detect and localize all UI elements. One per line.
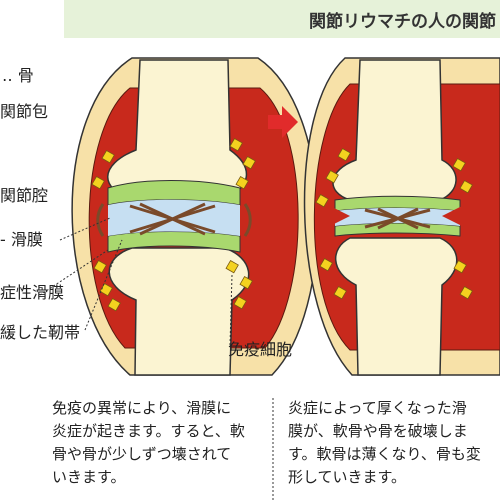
caption-right-line: す。軟骨は薄くなり、骨も変	[288, 445, 481, 463]
progress-arrow	[268, 106, 298, 138]
page-title: 関節リウマチの人の関節	[309, 12, 496, 32]
immune-cells-2	[315, 147, 473, 300]
lower-bone-2	[334, 237, 458, 376]
label-synovium: - 滑膜	[0, 230, 43, 249]
caption-left-line: 免疫の異常により、滑膜に	[52, 399, 232, 417]
caption-left-line: 骨や骨が少しずつ壊されて	[52, 445, 232, 463]
joint-stage-2	[303, 57, 500, 376]
lower-bone	[108, 247, 250, 376]
caption-right: 炎症によって厚くなった滑 膜が、軟骨や骨を破壊しま す。軟骨は薄くなり、骨も変 …	[288, 397, 500, 489]
caption-right-line: 形していきます。	[288, 468, 407, 486]
caption-right-line: 炎症によって厚くなった滑	[288, 399, 467, 417]
leader-lines	[39, 217, 233, 346]
synovium-erosion	[330, 206, 462, 226]
label-bone-text: 骨	[17, 66, 34, 85]
header-band: 関節リウマチの人の関節	[64, 0, 500, 38]
caption-divider	[272, 398, 274, 500]
label-capsule: 関節包	[0, 102, 49, 121]
label-cavity: 関節腔	[0, 186, 49, 205]
immune-cells	[91, 137, 256, 312]
label-immune-cell: 免疫細胞	[228, 340, 293, 359]
label-inflamed-synovium: 症性滑膜	[0, 283, 65, 302]
label-ligament: 緩した靭帯	[0, 323, 81, 342]
caption-right-line: 膜が、軟骨や骨を破壊しま	[288, 422, 468, 440]
caption-left-line: 炎症が起きます。すると、軟	[52, 422, 245, 440]
label-bone: ‥ 骨	[2, 66, 34, 85]
caption-left: 免疫の異常により、滑膜に 炎症が起きます。すると、軟 骨や骨が少しずつ壊されて …	[52, 397, 270, 489]
label-synovium-text: 滑膜	[10, 230, 43, 249]
joint-stage-1	[39, 57, 319, 376]
caption-left-line: いきます。	[52, 468, 126, 486]
ligament-2	[364, 207, 431, 230]
ligament	[96, 202, 252, 237]
